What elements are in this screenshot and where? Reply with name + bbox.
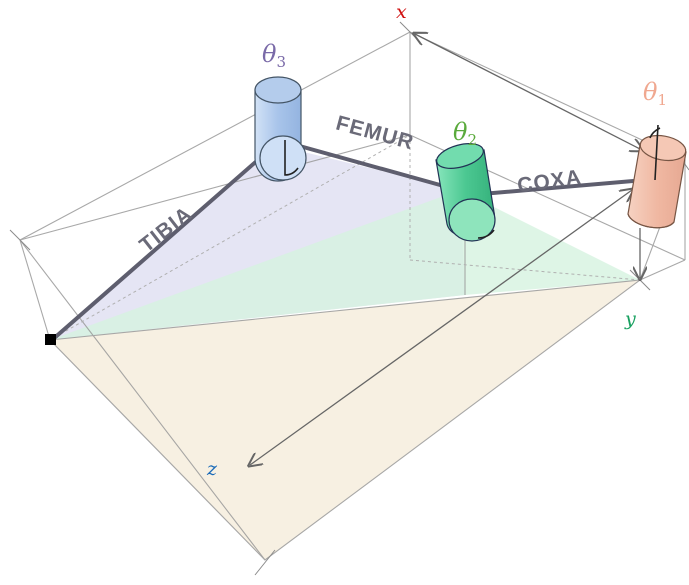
theta2-label: θ2	[453, 118, 477, 149]
femur-label: FEMUR	[333, 112, 416, 155]
joint-theta2-cylinder	[435, 143, 496, 242]
tibia-segment	[50, 143, 277, 342]
coxa-label: COXA	[516, 166, 583, 198]
joint-theta3-cylinder	[254, 76, 307, 182]
foot-point-icon	[45, 334, 56, 345]
axis-z-label: z	[206, 458, 218, 480]
leg-segments	[50, 138, 647, 342]
coxa-segment	[468, 178, 647, 197]
rotation-arrow-icon	[284, 140, 299, 176]
planes	[50, 145, 640, 560]
rotation-arrow-icon	[649, 124, 661, 181]
joint-theta1-cylinder	[627, 124, 687, 229]
theta1-label: θ1	[643, 78, 667, 109]
femur-segment	[276, 138, 460, 192]
theta3-label: θ3	[262, 40, 286, 71]
x-dimension-arrow	[415, 34, 642, 150]
dimension-arrows	[250, 34, 642, 465]
axis-x-label: x	[396, 1, 407, 23]
axis-y-label: y	[624, 308, 636, 330]
z-dimension-arrow	[250, 190, 632, 465]
rotation-arrow-icon	[477, 229, 495, 239]
